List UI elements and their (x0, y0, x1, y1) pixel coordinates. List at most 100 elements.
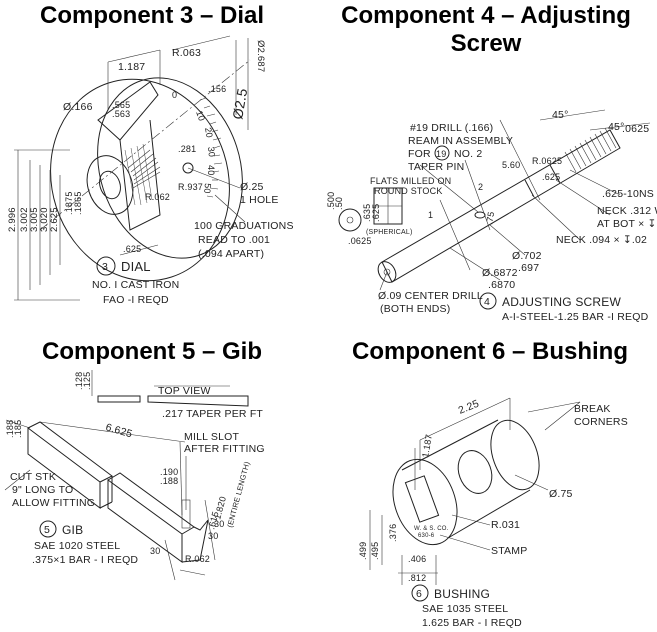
screw-d50: .50 (334, 197, 344, 210)
dial-qty: FAO -I REQD (103, 294, 169, 306)
gib-d128: .128 (74, 372, 84, 390)
dial-slot (97, 81, 159, 141)
screw-angle2: 45° (608, 121, 624, 133)
screw-d6870: .6870 (488, 279, 515, 291)
bushing-bore (457, 450, 493, 494)
bushing-back-end (490, 419, 540, 491)
screw-drill1: #19 DRILL (.166) (410, 122, 493, 134)
dial-title: Component 3 – Dial (40, 2, 265, 29)
screw-d6872: Ø.6872 (482, 267, 518, 279)
gib-r062: R.062 (185, 554, 210, 564)
gib-d188: .188 (5, 420, 15, 438)
screw-end (377, 261, 397, 283)
dial-label-r937: R.937 (178, 182, 203, 192)
gib-part-no: 5 (44, 524, 50, 536)
dial-dim-2625: 2.625 (49, 207, 60, 232)
dial-hub (86, 155, 134, 215)
screw-flats2: ROUND STOCK (374, 186, 443, 196)
panel-adjusting-screw: Component 4 – Adjusting Screw (320, 0, 657, 330)
screw-neck2: NECK .094 × ↧.02 (556, 234, 647, 246)
dial-hole (182, 162, 194, 174)
dial-label-565: .565 (112, 100, 130, 110)
bushing-d499: .499 (358, 542, 368, 560)
screw-title-line2: Screw (450, 30, 522, 57)
gib-drawing: TOP VIEW .217 TAPER PER FT .128 .125 6.6… (4, 370, 265, 581)
gib-d615: .615 (206, 510, 220, 530)
bushing-part-name: BUSHING (434, 587, 490, 601)
dial-section (119, 119, 161, 231)
screw-d1: 1 (428, 210, 433, 220)
gib-part-name: GIB (62, 523, 83, 537)
dial-drawing: R.063 1.187 Ø.166 .565 .563 Ø2.687 Ø2.5 … (7, 35, 294, 306)
gib-top-view-left (97, 395, 141, 403)
bushing-dim-lines (369, 397, 581, 585)
dial-label-563: .563 (112, 109, 130, 119)
screw-neck-1 (524, 179, 535, 198)
dial-material: NO. I CAST IRON (92, 279, 179, 291)
gib-top-view-right (147, 395, 249, 407)
bushing-material: SAE 1035 STEEL (422, 603, 508, 615)
dial-label-d166: Ø.166 (63, 101, 93, 113)
dial-dim-1865: .1865 (73, 191, 83, 215)
dial-outer-rim (50, 78, 230, 282)
gib-dim-lines (4, 419, 216, 581)
dial-graduations (199, 97, 223, 198)
screw-part-no: 4 (484, 296, 490, 308)
screw-d625: .625 (371, 204, 381, 222)
gib-d30b: 30 (208, 531, 218, 541)
dial-part-name: DIAL (121, 259, 151, 274)
dial-axis (39, 59, 251, 231)
gib-top-view: TOP VIEW (158, 385, 211, 397)
bushing-d376: .376 (388, 524, 398, 542)
gib-d190: .190 (160, 467, 178, 477)
dial-label-156: .156 (208, 84, 226, 94)
screw-drill4: TAPER PIN (408, 161, 464, 173)
panel-dial: Component 3 – Dial (0, 0, 330, 316)
bushing-part-no: 6 (416, 588, 422, 600)
dial-face (97, 77, 243, 259)
screw-center2: (BOTH ENDS) (380, 303, 450, 315)
screw-thread: .625-10NS (602, 188, 654, 200)
screw-leaders (379, 109, 651, 291)
screw-d702: Ø.702 (512, 250, 542, 262)
bushing-d1187: 1.187 (420, 433, 434, 458)
screw-end-view (338, 208, 362, 232)
screw-neck1b: AT BOT × ↧.08 (597, 218, 657, 230)
bushing-stamp: STAMP (491, 545, 527, 557)
gib-right-top (107, 472, 195, 535)
dial-label-grad1: 100 GRADUATIONS (194, 220, 294, 232)
screw-drill3: FOR (408, 148, 431, 160)
screw-d0625b: .0625 (348, 236, 372, 246)
gib-cut2: 9" LONG TO (12, 484, 73, 496)
bushing-stamp-text1: W. & S. CO. (414, 526, 449, 532)
gib-d125: .125 (82, 372, 92, 390)
screw-spherical: (SPHERICAL) (366, 229, 413, 236)
dial-label-1187: 1.187 (118, 61, 145, 73)
dial-label-hole-count: 1 HOLE (240, 194, 279, 206)
screw-neck1a: NECK .312 WIDE (597, 205, 657, 217)
bushing-top-edge (401, 419, 499, 471)
dial-section-hatch (124, 143, 153, 206)
bushing-d406: .406 (408, 554, 426, 564)
dial-scale-50: 50 (202, 183, 213, 194)
screw-d635: .635 (362, 204, 372, 222)
bushing-stamp-text2: 630-6 (418, 533, 435, 539)
screw-d5625: .625 (542, 172, 560, 182)
dial-label-hole-dia: Ø.25 (240, 181, 264, 193)
screw-angle1: 45° (552, 109, 568, 121)
screw-title: Component 4 – Adjusting Screw (320, 2, 652, 58)
bushing-d812: .812 (408, 573, 426, 583)
screw-drill-part: 19 (436, 149, 446, 159)
gib-d185: .185 (13, 420, 23, 438)
dial-scale-10: 10 (194, 109, 207, 122)
dial-dim-1875: .1875 (64, 191, 74, 215)
screw-neck-2 (549, 164, 561, 184)
gib-mill2: AFTER FITTING (184, 443, 265, 455)
screw-d697: .697 (518, 262, 539, 274)
gib-length: 6.625 (104, 421, 134, 440)
dial-dim-3005: 3.005 (29, 207, 40, 232)
panel-gib: Component 5 – Gib TOP VIEW .217 T (0, 330, 330, 632)
screw-d2: 2 (478, 182, 483, 192)
dial-dim-2996: 2.996 (7, 207, 18, 232)
bushing-r031: R.031 (491, 519, 520, 531)
